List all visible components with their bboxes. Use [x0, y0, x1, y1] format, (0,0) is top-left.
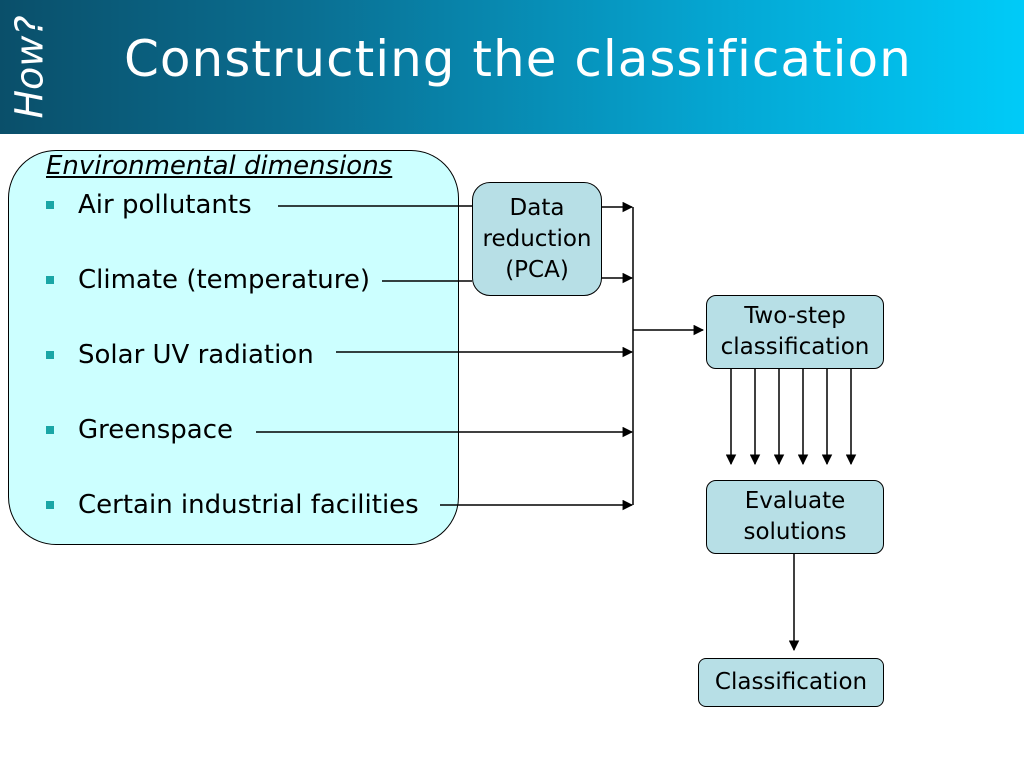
- box-label: reduction: [482, 225, 592, 252]
- title-bar: [0, 0, 1024, 134]
- box-label: Evaluate: [744, 488, 846, 514]
- dimension-item: Certain industrial facilities: [46, 490, 419, 520]
- slide-title: Constructing the classification: [124, 30, 912, 88]
- environmental-dimensions-box: [8, 150, 459, 545]
- bullet-icon: [46, 501, 54, 509]
- dimension-label: Certain industrial facilities: [78, 490, 419, 520]
- bullet-icon: [46, 201, 54, 209]
- box-label: Data: [509, 194, 565, 221]
- box-label: solutions: [743, 519, 847, 545]
- dimension-label: Climate (temperature): [78, 265, 371, 295]
- bullet-icon: [46, 276, 54, 284]
- environmental-dimensions-heading: Environmental dimensions: [46, 151, 393, 181]
- box-label: (PCA): [505, 256, 569, 283]
- evaluate-solutions-box: Evaluate solutions: [706, 480, 884, 554]
- dimension-item: Solar UV radiation: [46, 340, 314, 370]
- bullet-icon: [46, 351, 54, 359]
- box-label: classification: [720, 334, 870, 360]
- two-step-classification-box: Two-step classification: [706, 295, 884, 369]
- dimension-label: Solar UV radiation: [78, 340, 314, 370]
- dimension-label: Greenspace: [78, 415, 234, 445]
- box-label: Two-step: [744, 303, 846, 329]
- dimension-item: Air pollutants: [46, 190, 252, 220]
- dimension-item: Climate (temperature): [46, 265, 370, 295]
- bullet-icon: [46, 426, 54, 434]
- data-reduction-box: Data reduction (PCA): [472, 182, 602, 296]
- classification-box: Classification: [698, 658, 884, 707]
- box-label: Classification: [714, 669, 868, 695]
- dimension-item: Greenspace: [46, 415, 233, 445]
- dimension-label: Air pollutants: [78, 190, 252, 220]
